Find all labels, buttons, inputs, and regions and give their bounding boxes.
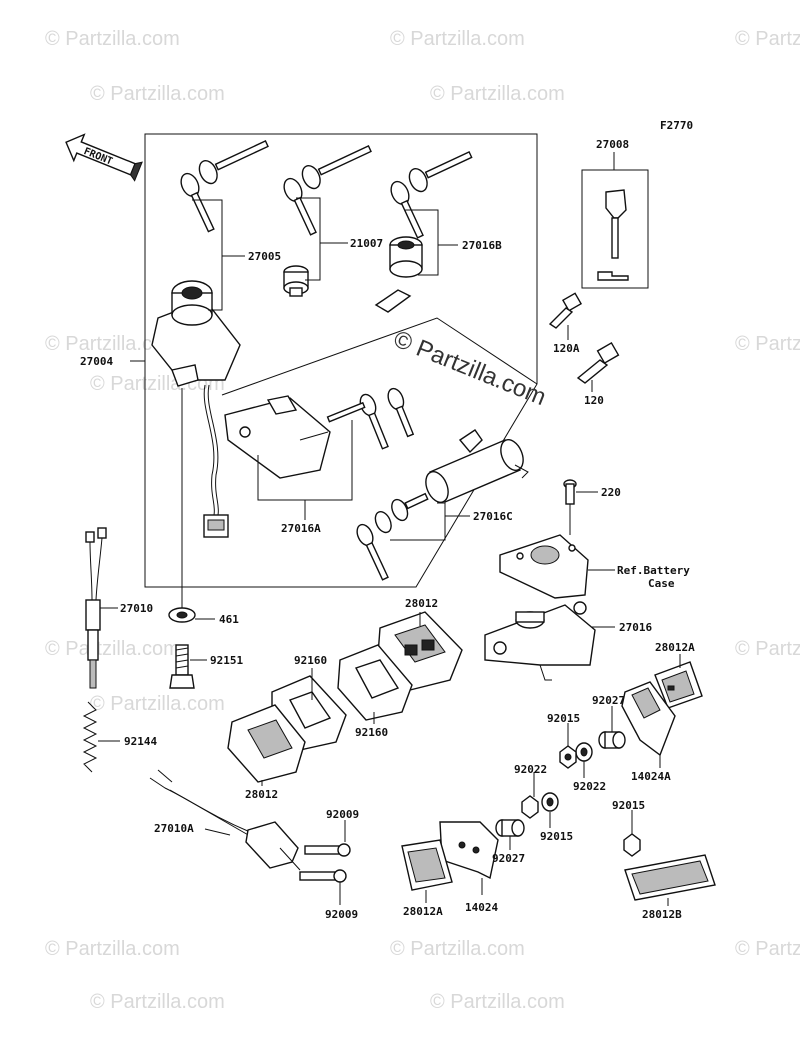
watermark-bottom-left-2: © Partzilla.com	[90, 991, 225, 1013]
watermark-low-left: © Partzilla.com	[45, 638, 180, 660]
bracket-27016	[484, 534, 596, 681]
label-28012-top: 28012	[405, 597, 438, 610]
bolt-120	[576, 341, 620, 384]
screw-92009-bottom	[299, 869, 347, 883]
reflector-28012-bottom	[227, 704, 306, 783]
watermark-bottom-center-2: © Partzilla.com	[430, 991, 565, 1013]
watermark-mid-right: © Partzilla.com	[735, 333, 800, 355]
washer-461	[168, 607, 196, 623]
lock-housing-27016a	[224, 395, 331, 479]
watermark-bottom-left: © Partzilla.com	[45, 938, 180, 960]
watermark-low-left-2: © Partzilla.com	[90, 693, 225, 715]
label-92144: 92144	[124, 735, 157, 748]
nut-92015-top	[559, 745, 577, 769]
bolt-92151	[169, 644, 195, 689]
label-14024a: 14024A	[631, 770, 671, 783]
label-27016c: 27016C	[473, 510, 513, 523]
watermark-center: © Partzilla.com	[390, 326, 550, 412]
label-92027-top: 92027	[592, 694, 625, 707]
watermark-low-right: © Partzilla.com	[735, 638, 800, 660]
ref-note-line2: Case	[648, 577, 675, 590]
figure-code: F2770	[660, 119, 693, 132]
watermarks: © Partzilla.com © Partzilla.com © Partzi…	[45, 28, 800, 1013]
label-92022-a: 92022	[514, 763, 547, 776]
label-220: 220	[601, 486, 621, 499]
watermark-top-left-2: © Partzilla.com	[90, 83, 225, 105]
label-92022-b: 92022	[573, 780, 606, 793]
screw-220	[563, 479, 577, 505]
watermark-bottom-center: © Partzilla.com	[390, 938, 525, 960]
label-92027-bottom: 92027	[492, 852, 525, 865]
label-120: 120	[584, 394, 604, 407]
watermark-mid-left: © Partzilla.com	[45, 333, 180, 355]
key-set-2	[283, 145, 372, 236]
blank-key-box	[581, 169, 649, 289]
screw-92009-top	[304, 843, 351, 857]
label-27010: 27010	[120, 602, 153, 615]
watermark-top-left: © Partzilla.com	[45, 28, 180, 50]
label-92160-a: 92160	[294, 654, 327, 667]
gasket-92160-top	[337, 644, 413, 721]
reflector-28012a-bottom	[401, 839, 453, 891]
label-92009-top: 92009	[326, 808, 359, 821]
bolt-120a	[548, 292, 583, 329]
grommet-92022-top	[575, 742, 593, 762]
label-27016a: 27016A	[281, 522, 321, 535]
label-14024: 14024	[465, 901, 498, 914]
lock-cylinder-27016b	[374, 236, 423, 313]
label-92015-right: 92015	[612, 799, 645, 812]
label-27016: 27016	[619, 621, 652, 634]
front-arrow: FRONT	[65, 133, 143, 182]
label-27005: 27005	[248, 250, 281, 263]
label-27008: 27008	[596, 138, 629, 151]
key-set-1	[180, 140, 269, 233]
label-28012-bottom: 28012	[245, 788, 278, 801]
key-set-4	[326, 387, 415, 450]
label-27004: 27004	[80, 355, 113, 368]
harness-27010	[85, 527, 107, 689]
nut-92015-right	[623, 833, 641, 857]
label-461: 461	[219, 613, 239, 626]
label-21007: 21007	[350, 237, 383, 250]
watermark-top-right: © Partzilla.com	[735, 28, 800, 50]
collar-92027-top	[598, 731, 626, 749]
label-92009-bottom: 92009	[325, 908, 358, 921]
cable-27010a	[149, 769, 301, 871]
label-27010a: 27010A	[154, 822, 194, 835]
part-labels: 27008 27005 21007 27016B 27004 120A 120 …	[80, 138, 695, 921]
label-92015-top: 92015	[547, 712, 580, 725]
label-28012a-right: 28012A	[655, 641, 695, 654]
label-28012a-bottom: 28012A	[403, 905, 443, 918]
watermark-top-center: © Partzilla.com	[390, 28, 525, 50]
grommet-92022-bottom	[541, 792, 559, 812]
ignition-switch	[151, 280, 241, 538]
lock-cylinder-small	[283, 265, 309, 297]
nut-92015-mid	[521, 795, 539, 819]
label-28012b: 28012B	[642, 908, 682, 921]
reflector-28012b	[624, 854, 716, 901]
label-92160-b: 92160	[355, 726, 388, 739]
key-set-5	[356, 492, 429, 581]
label-92151: 92151	[210, 654, 243, 667]
collar-92027-bottom	[495, 819, 525, 837]
leader-lines	[98, 152, 681, 906]
kit-inner-frame	[221, 317, 538, 396]
watermark-bottom-right: © Partzilla.com	[735, 938, 800, 960]
blank-key	[597, 189, 629, 281]
spring-92144	[82, 701, 98, 773]
key-set-3	[390, 151, 473, 239]
label-27016b: 27016B	[462, 239, 502, 252]
label-92015-mid: 92015	[540, 830, 573, 843]
watermark-top-center-2: © Partzilla.com	[430, 83, 565, 105]
label-120a: 120A	[553, 342, 580, 355]
ref-note-line1: Ref.Battery	[617, 564, 690, 577]
tube-lock-27016c	[425, 429, 529, 503]
reflector-28012a-right	[654, 661, 703, 709]
